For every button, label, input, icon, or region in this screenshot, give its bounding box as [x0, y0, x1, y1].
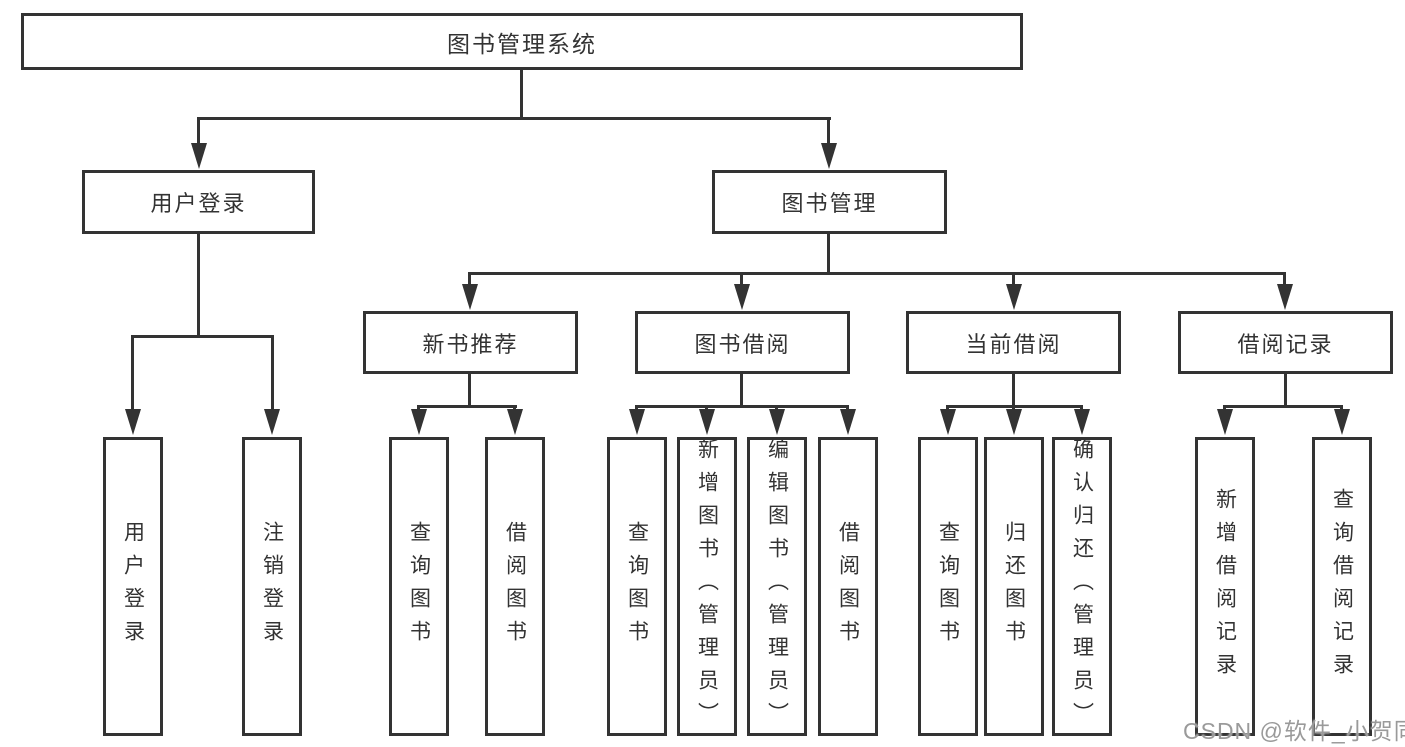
arrow-down-icon [462, 284, 478, 310]
leaf-edit-book-admin: 编辑图书（管理员） [747, 437, 807, 736]
arrow-down-icon [1074, 409, 1090, 435]
arrow-down-icon [264, 409, 280, 435]
leaf-borrow-book-2: 借阅图书 [818, 437, 878, 736]
connector-book-borrow-stem [740, 374, 743, 408]
node-book-mgmt: 图书管理 [712, 170, 947, 234]
node-book-borrow-label: 图书借阅 [694, 331, 791, 357]
arrow-down-icon [411, 409, 427, 435]
arrow-down-icon [699, 409, 715, 435]
arrow-down-icon [769, 409, 785, 435]
node-user-login: 用户登录 [82, 170, 315, 234]
leaf-query-book-1-label: 查询图书 [407, 520, 431, 653]
connector-user-login-rail [131, 335, 274, 338]
arrow-down-icon [1277, 284, 1293, 310]
leaf-logout-label: 注销登录 [260, 520, 284, 653]
connector-leaf-rail [635, 405, 849, 408]
leaf-query-borrow-record: 查询借阅记录 [1312, 437, 1372, 736]
node-root-label: 图书管理系统 [447, 30, 597, 57]
leaf-query-book-1: 查询图书 [389, 437, 449, 736]
connector-user-login-stem [197, 234, 200, 338]
connector-leaf-drop [131, 335, 134, 415]
leaf-query-borrow-record-label: 查询借阅记录 [1330, 487, 1354, 686]
leaf-borrow-book-1-label: 借阅图书 [503, 520, 527, 653]
leaf-borrow-book-1: 借阅图书 [485, 437, 545, 736]
connector-leaf-drop [271, 335, 274, 415]
leaf-user-login-label: 用户登录 [121, 520, 145, 653]
leaf-query-book-2-label: 查询图书 [625, 520, 649, 653]
connector-root-stem [520, 69, 523, 119]
arrow-down-icon [840, 409, 856, 435]
node-book-borrow: 图书借阅 [635, 311, 850, 374]
node-borrow-record: 借阅记录 [1178, 311, 1393, 374]
arrow-down-icon [821, 143, 837, 169]
arrow-down-icon [940, 409, 956, 435]
arrow-down-icon [191, 143, 207, 169]
node-borrow-record-label: 借阅记录 [1237, 331, 1334, 357]
leaf-add-book-admin: 新增图书（管理员） [677, 437, 737, 736]
connector-level3-drop [1012, 272, 1015, 288]
connector-level3-drop [1283, 272, 1286, 288]
connector-level2-rail [197, 117, 831, 120]
leaf-query-book-3-label: 查询图书 [936, 520, 960, 653]
leaf-borrow-book-2-label: 借阅图书 [836, 520, 860, 653]
connector-level3-rail [468, 272, 1286, 275]
connector-book-mgmt-stem [827, 234, 830, 275]
arrow-down-icon [1217, 409, 1233, 435]
connector-leaf-rail [417, 405, 517, 408]
node-current-borrow: 当前借阅 [906, 311, 1121, 374]
arrow-down-icon [507, 409, 523, 435]
connector-book-mgmt-drop [827, 117, 830, 147]
leaf-add-book-admin-label: 新增图书（管理员） [695, 438, 719, 735]
leaf-logout: 注销登录 [242, 437, 302, 736]
connector-new-book-rec-stem [468, 374, 471, 408]
leaf-add-borrow-record-label: 新增借阅记录 [1213, 487, 1237, 686]
connector-user-login-drop [197, 117, 200, 147]
node-new-book-rec-label: 新书推荐 [422, 331, 519, 357]
arrow-down-icon [629, 409, 645, 435]
arrow-down-icon [734, 284, 750, 310]
leaf-query-book-3: 查询图书 [918, 437, 978, 736]
arrow-down-icon [1334, 409, 1350, 435]
connector-borrow-record-stem [1284, 374, 1287, 408]
connector-leaf-rail [1223, 405, 1343, 408]
connector-level3-drop [740, 272, 743, 288]
leaf-edit-book-admin-label: 编辑图书（管理员） [765, 438, 789, 735]
node-current-borrow-label: 当前借阅 [965, 331, 1062, 357]
node-user-login-label: 用户登录 [150, 191, 247, 216]
leaf-query-book-2: 查询图书 [607, 437, 667, 736]
leaf-add-borrow-record: 新增借阅记录 [1195, 437, 1255, 736]
node-new-book-rec: 新书推荐 [363, 311, 578, 374]
watermark-text: CSDN @软件_小贺同学 [1183, 718, 1405, 744]
node-book-mgmt-label: 图书管理 [781, 191, 878, 216]
leaf-confirm-return-admin: 确认归还（管理员） [1052, 437, 1112, 736]
connector-level3-drop [468, 272, 471, 288]
node-root: 图书管理系统 [21, 13, 1023, 70]
leaf-confirm-return-admin-label: 确认归还（管理员） [1070, 438, 1094, 735]
leaf-return-book: 归还图书 [984, 437, 1044, 736]
arrow-down-icon [1006, 409, 1022, 435]
connector-current-borrow-stem [1012, 374, 1015, 408]
arrow-down-icon [1006, 284, 1022, 310]
arrow-down-icon [125, 409, 141, 435]
leaf-return-book-label: 归还图书 [1002, 520, 1026, 653]
leaf-user-login: 用户登录 [103, 437, 163, 736]
